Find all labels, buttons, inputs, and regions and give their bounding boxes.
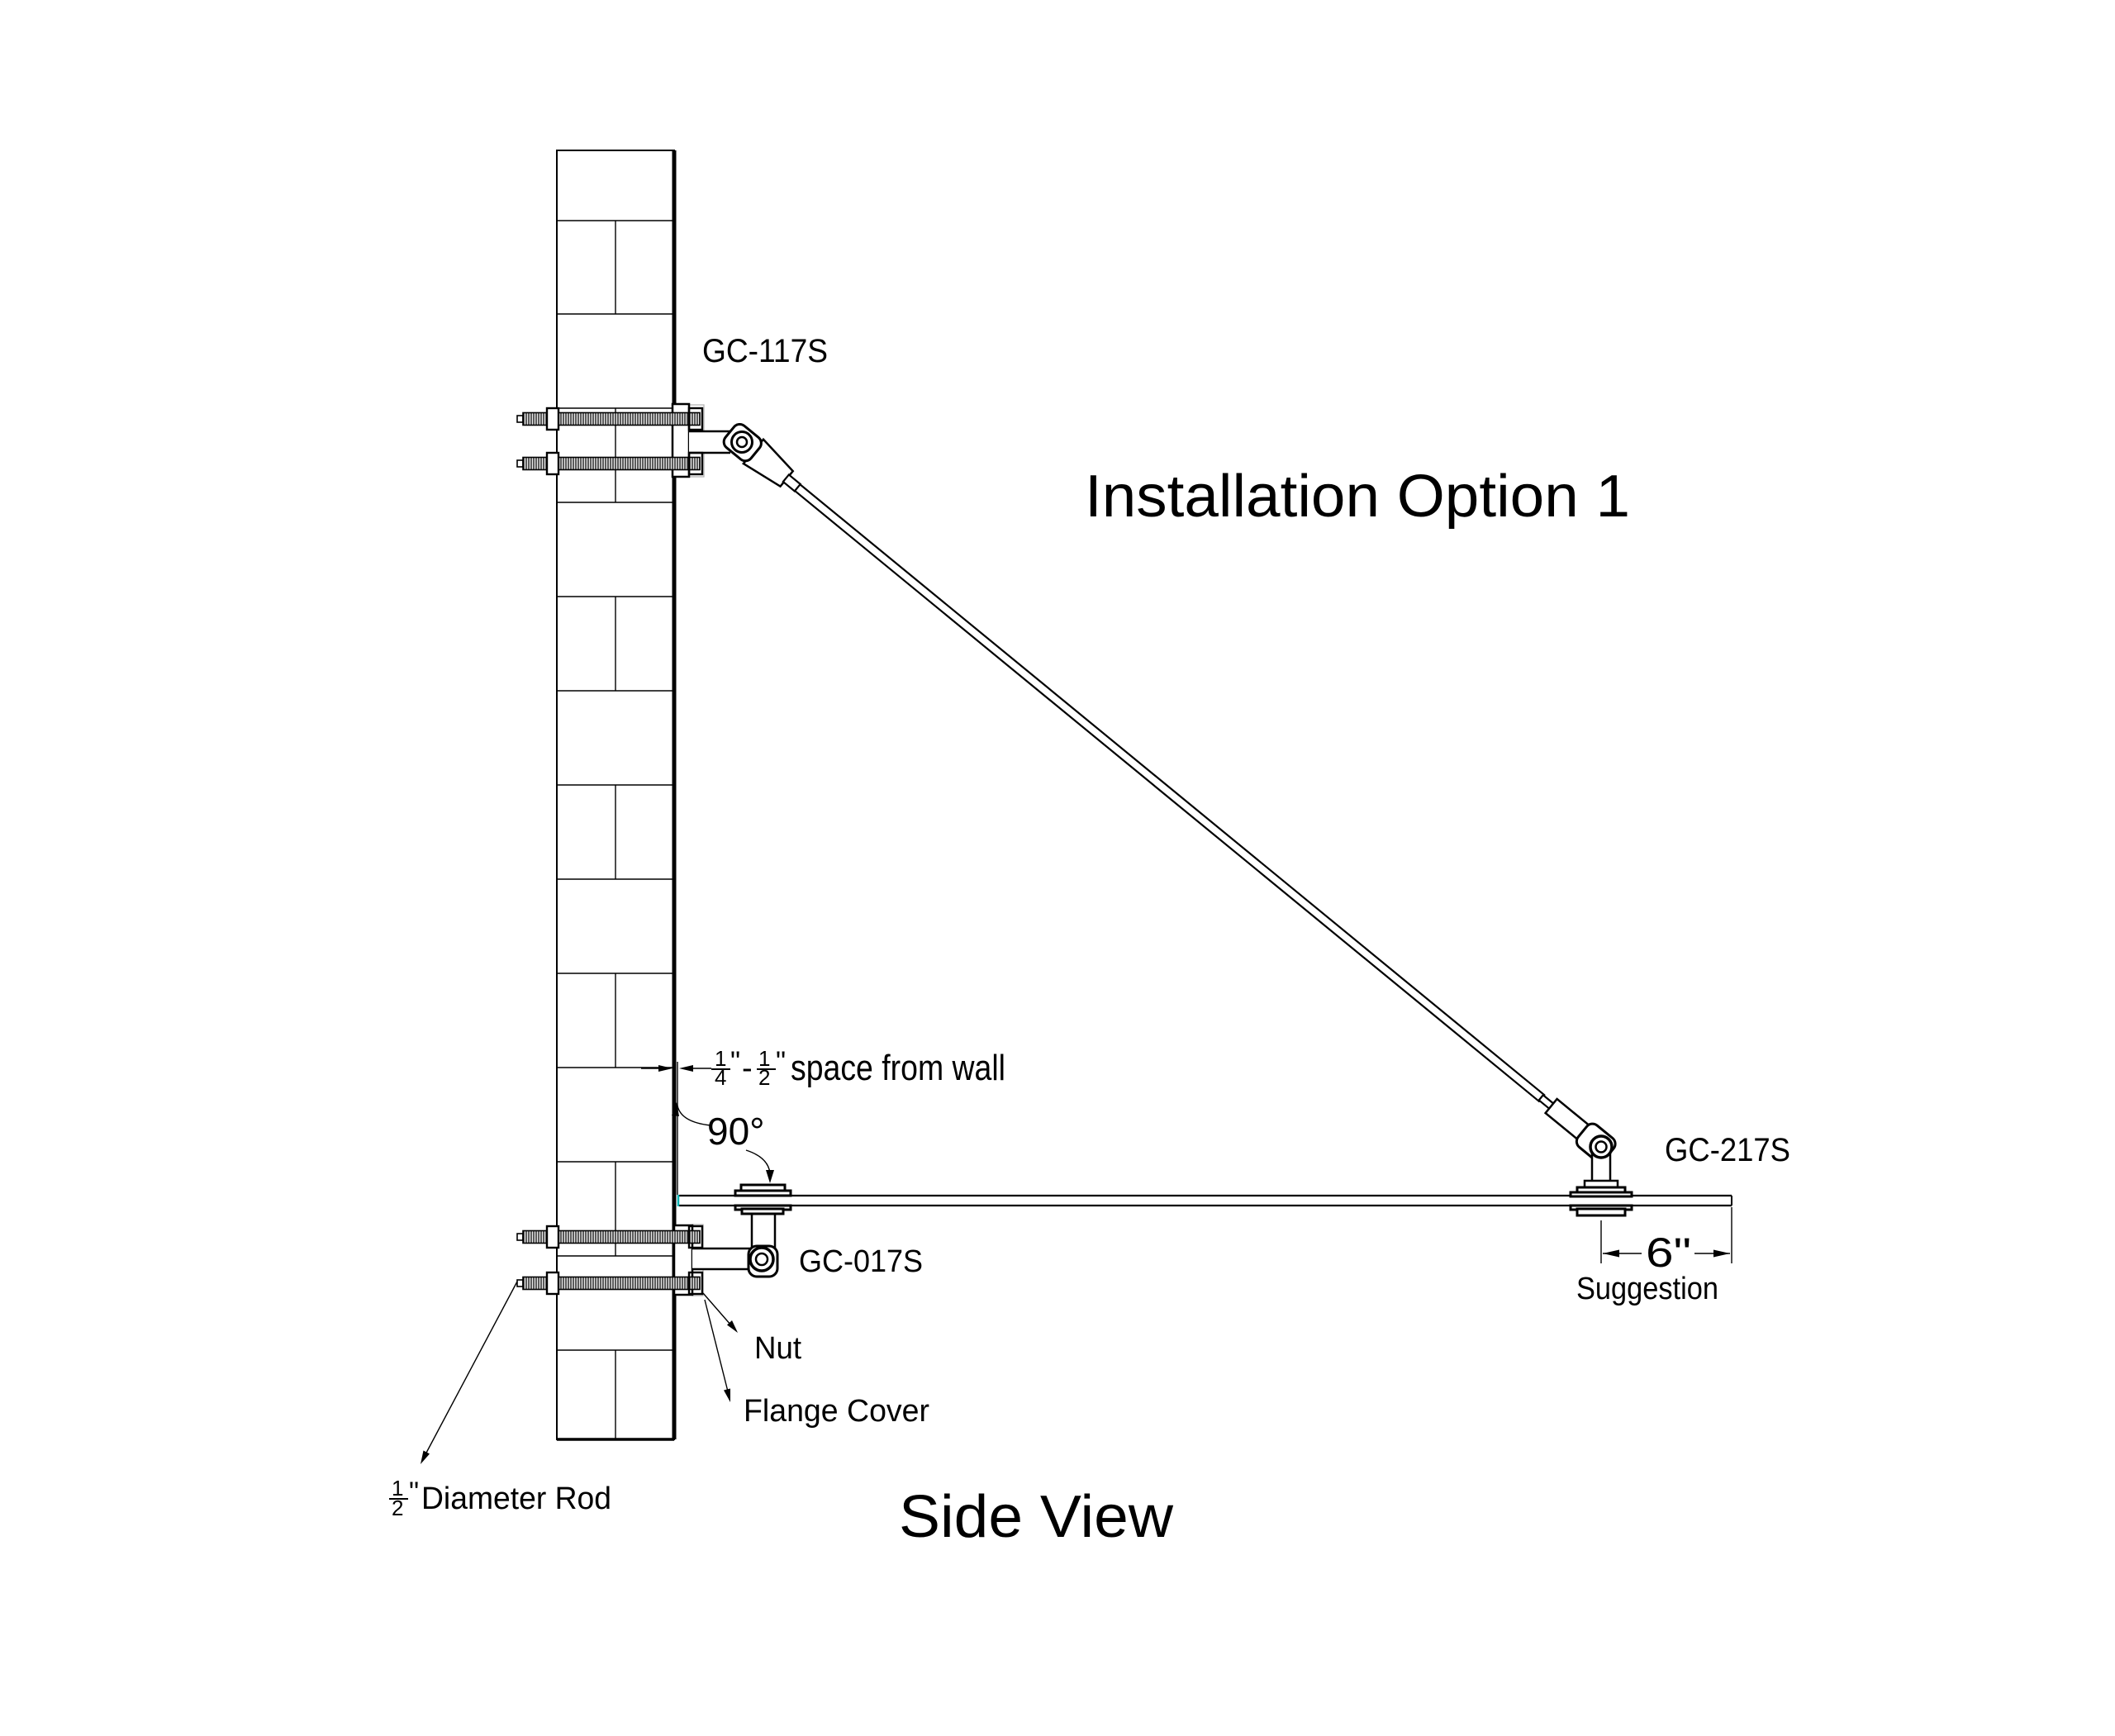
upper-rod2-back-nut <box>545 451 560 476</box>
angle-90-leaders <box>672 1102 774 1183</box>
dimension-space-from-wall <box>641 1062 711 1195</box>
leader-nut <box>702 1292 732 1326</box>
upper-rod1-front-nut <box>687 407 704 431</box>
frac1-denominator: 4 <box>715 1065 726 1090</box>
upper-threaded-rods <box>516 407 704 476</box>
lower-clevis-arm-fill <box>692 1249 752 1268</box>
label-6in: 6" <box>1646 1229 1691 1276</box>
lower-rod2-front-nut <box>687 1271 704 1296</box>
lower-threaded-rods <box>516 1225 704 1296</box>
glass-panel <box>677 1194 1732 1207</box>
lower-wall-bracket <box>516 1183 792 1296</box>
fitting-stem <box>750 1211 777 1251</box>
lower-pivot-pin <box>749 1246 775 1272</box>
upper-wall-bracket <box>516 402 730 478</box>
view-label: Side View <box>899 1484 1174 1550</box>
lower-rod2-back-nut <box>545 1271 560 1296</box>
end-pivot-pin <box>1589 1134 1614 1159</box>
brick-wall <box>556 150 677 1441</box>
leader-lines <box>421 1281 738 1464</box>
range-dash: - <box>742 1051 753 1086</box>
glass-fitting-gc017s <box>734 1183 792 1278</box>
annotation-space-from-wall: 1 4 " - 1 2 " space from wall <box>711 1046 1005 1090</box>
arrow-6in-left <box>1603 1249 1619 1258</box>
arrow-to-corner <box>672 1102 679 1116</box>
rod-frac-denominator: 2 <box>392 1496 403 1520</box>
upper-pivot-pin <box>730 430 753 454</box>
arrow-to-wall-face <box>658 1065 673 1072</box>
frac2-denominator: 2 <box>758 1065 770 1090</box>
frac1-numerator: 1 <box>715 1046 726 1071</box>
label-angle-90: 90° <box>707 1110 765 1153</box>
frac2-numerator: 1 <box>758 1046 770 1071</box>
upper-rod1-back-nut <box>545 407 560 431</box>
rod-inch-mark: " <box>409 1477 419 1508</box>
lower-rod1-front-nut <box>687 1225 704 1249</box>
label-gc017s: GC-017S <box>799 1244 923 1279</box>
label-diameter-rod: Diameter Rod <box>421 1482 611 1516</box>
upper-clevis-arm-fill <box>689 432 729 452</box>
leader-flange-cover <box>704 1299 729 1392</box>
end-fitting-gc217s <box>1569 1134 1633 1217</box>
label-space-from-wall: space from wall <box>791 1048 1005 1088</box>
upper-rod2-front-nut <box>687 451 704 476</box>
label-suggestion: Suggestion <box>1576 1272 1718 1306</box>
annotation-diameter-rod: 1 2 " Diameter Rod <box>389 1476 611 1520</box>
leader-diameter-rod <box>424 1281 518 1457</box>
label-gc117s: GC-117S <box>702 333 828 369</box>
label-nut: Nut <box>754 1331 801 1366</box>
rod-shaft <box>792 483 1546 1103</box>
arrow-to-fitting <box>766 1170 774 1183</box>
frac2-inch-mark: " <box>776 1046 786 1077</box>
frac1-inch-mark: " <box>730 1046 740 1077</box>
label-flange-cover: Flange Cover <box>744 1394 929 1429</box>
label-gc217s: GC-217S <box>1665 1132 1790 1168</box>
rod-frac-numerator: 1 <box>392 1476 403 1501</box>
brick-course-joints <box>557 220 674 1439</box>
arrow-to-glass-line <box>679 1065 693 1072</box>
lower-rod1-back-nut <box>545 1225 560 1249</box>
arrow-6in-right <box>1713 1249 1730 1258</box>
page-title: Installation Option 1 <box>1085 464 1630 530</box>
dimension-6in <box>1600 1207 1732 1263</box>
